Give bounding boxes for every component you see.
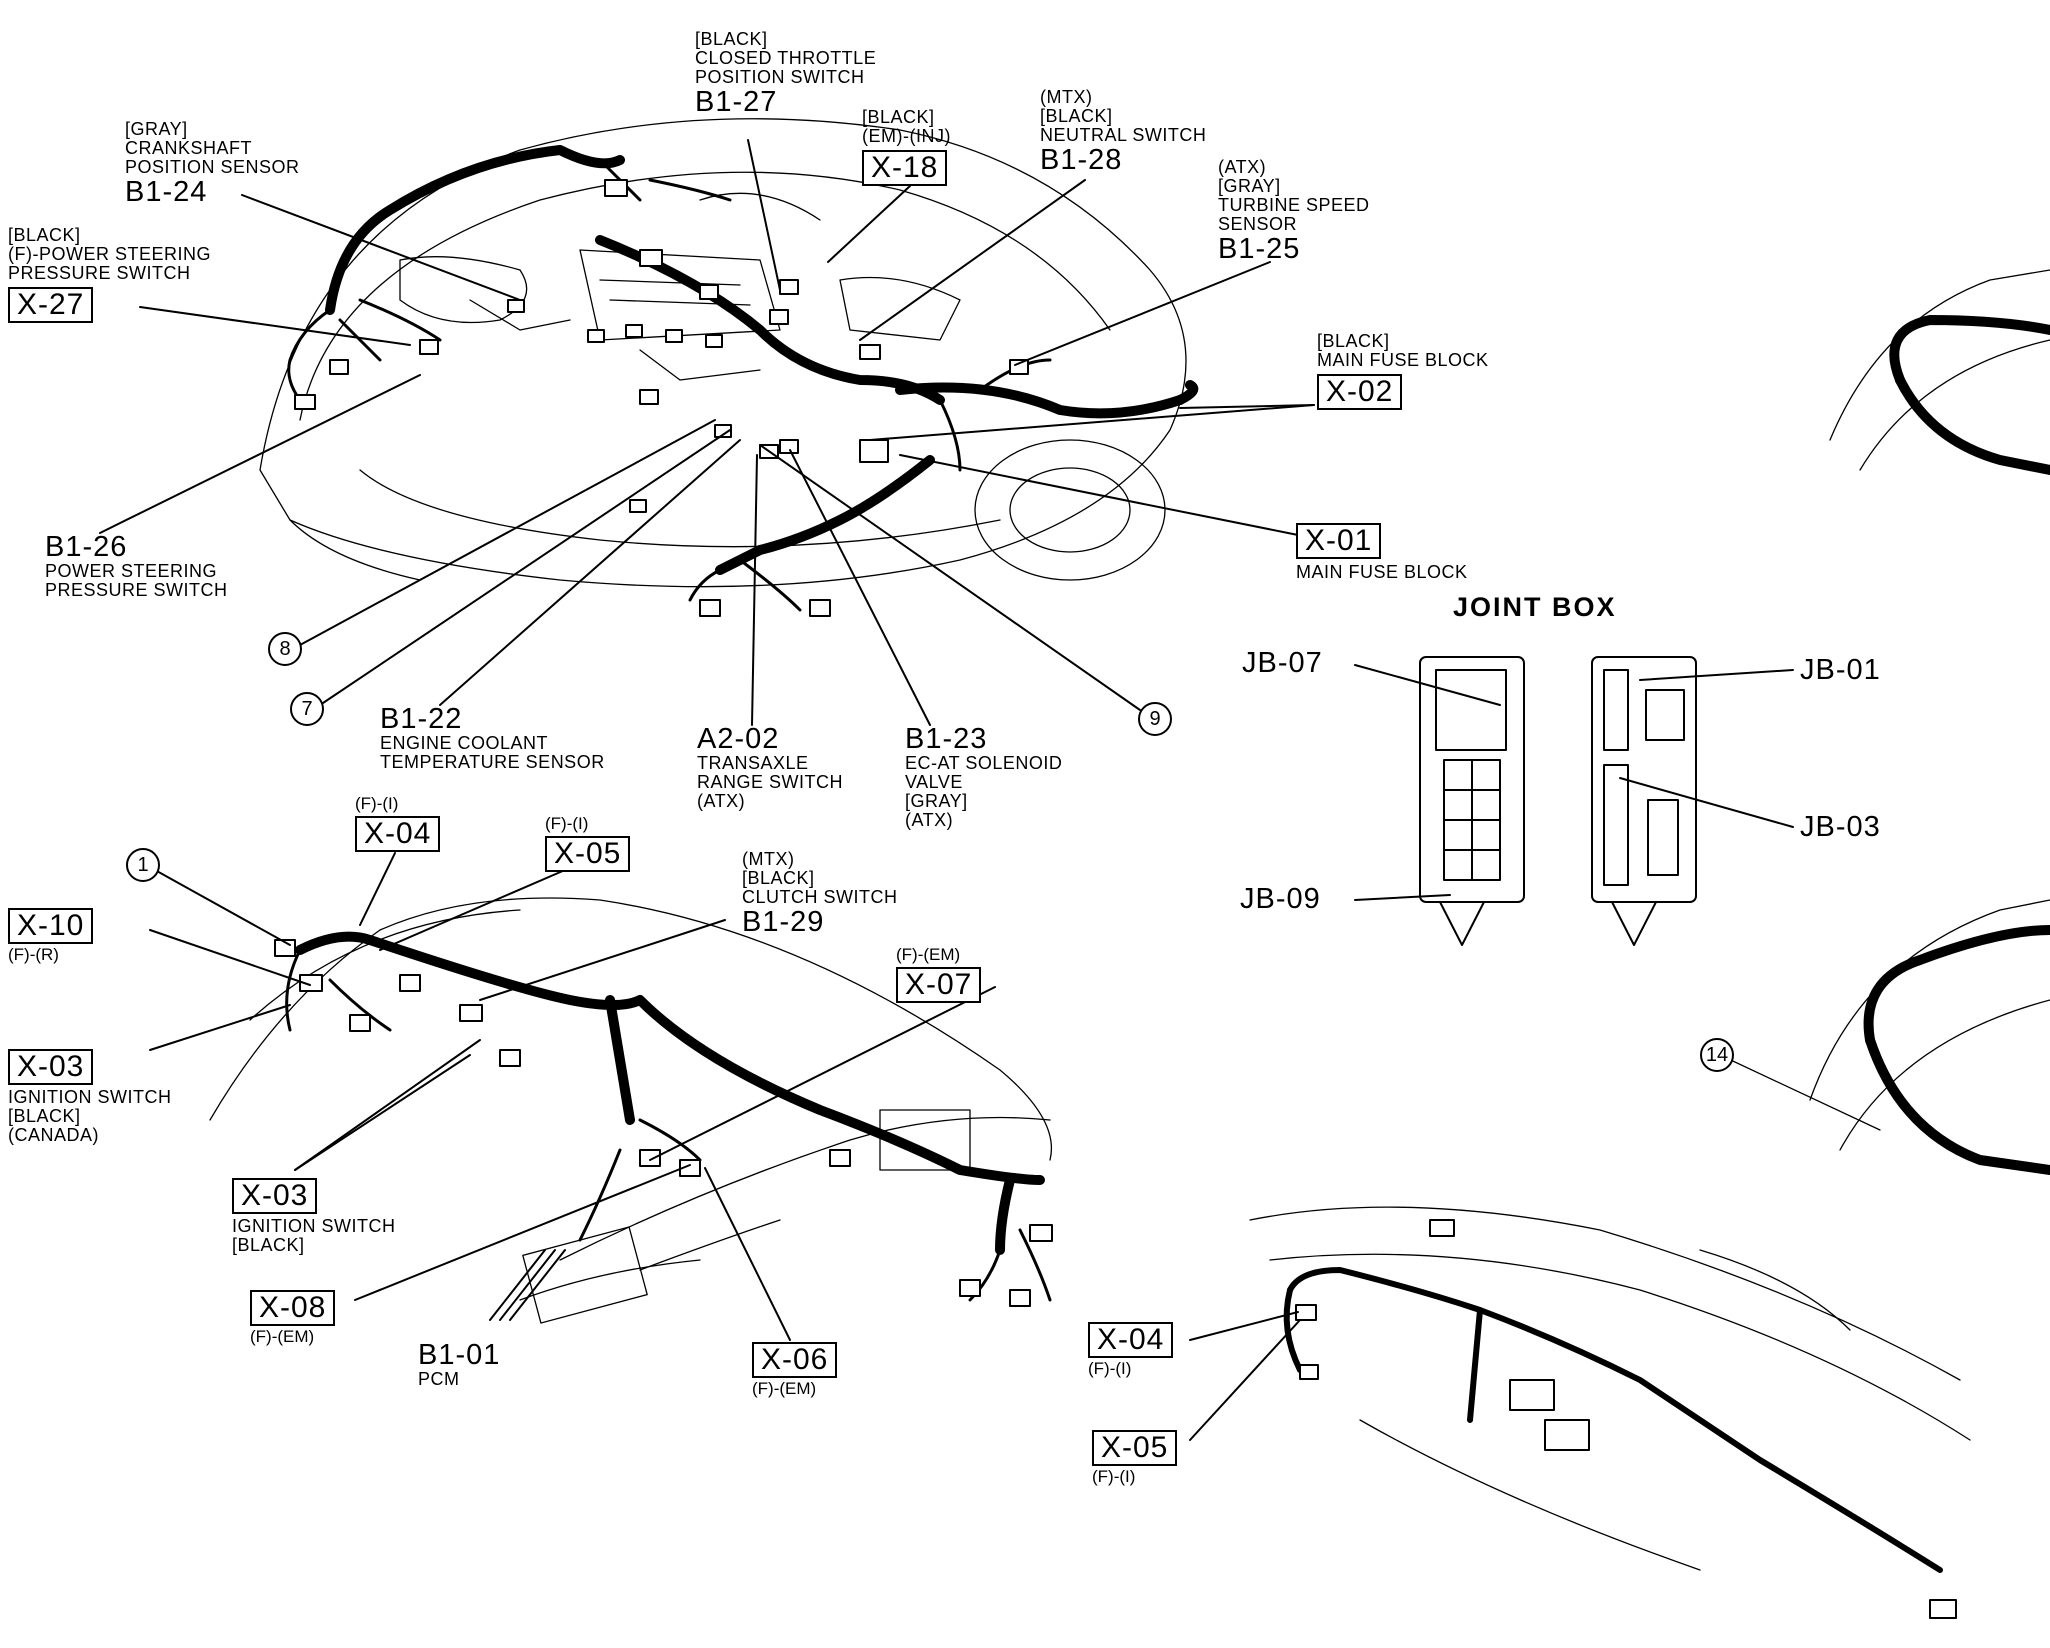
b1-28-callout: (MTX) [BLACK] NEUTRAL SWITCH B1-28 bbox=[1040, 87, 1207, 176]
b1-27-description: [BLACK] CLOSED THROTTLE POSITION SWITCH bbox=[695, 29, 877, 87]
a2-02-description: TRANSAXLE RANGE SWITCH (ATX) bbox=[697, 753, 844, 811]
engine-bay-drawing bbox=[259, 118, 1187, 588]
jb-07-label: JB-07 bbox=[1242, 647, 1323, 679]
engine-leaders bbox=[99, 139, 1315, 726]
x-03-code: X-03 bbox=[232, 1178, 318, 1214]
engine-harness bbox=[325, 145, 1199, 575]
jb-03-label: JB-03 bbox=[1800, 811, 1881, 843]
x-02-code: X-02 bbox=[1317, 374, 1403, 410]
x-10-code: X-10 bbox=[8, 908, 94, 944]
x-27-code: X-27 bbox=[8, 287, 94, 323]
x-01-callout: X-01 MAIN FUSE BLOCK bbox=[1296, 523, 1468, 582]
x-07-code: X-07 bbox=[896, 967, 982, 1003]
instrument-connectors bbox=[1295, 1219, 1957, 1619]
reference-circle-1: 1 bbox=[126, 848, 160, 882]
b1-23-callout: B1-23 EC-AT SOLENOID VALVE [GRAY] (ATX) bbox=[905, 724, 1062, 830]
b1-26-description: POWER STEERING PRESSURE SWITCH bbox=[45, 561, 228, 600]
b1-01-code: B1-01 bbox=[418, 1339, 501, 1371]
x-07-callout: (F)-(EM) X-07 bbox=[896, 945, 982, 1003]
dash-connectors bbox=[274, 939, 1053, 1307]
x-03-canada-code: X-03 bbox=[8, 1049, 94, 1085]
b1-27-code: B1-27 bbox=[695, 86, 778, 118]
x-10-sub: (F)-(R) bbox=[8, 945, 59, 964]
x-27-callout: [BLACK] (F)-POWER STEERING PRESSURE SWIT… bbox=[8, 226, 211, 323]
b1-01-callout: B1-01 PCM bbox=[418, 1340, 500, 1389]
b1-27-callout: [BLACK] CLOSED THROTTLE POSITION SWITCH … bbox=[695, 29, 877, 118]
x-05-panel-sub: (F)-(I) bbox=[1092, 1467, 1136, 1486]
x-05-dash-callout: (F)-(I) X-05 bbox=[545, 814, 631, 872]
instrument-leaders bbox=[1189, 1311, 1301, 1441]
x-03-callout: X-03 IGNITION SWITCH [BLACK] bbox=[232, 1178, 396, 1255]
b1-23-code: B1-23 bbox=[905, 723, 988, 755]
instrument-harness bbox=[1283, 1267, 1943, 1573]
x-03-canada-callout: X-03 IGNITION SWITCH [BLACK] (CANADA) bbox=[8, 1049, 172, 1145]
b1-22-description: ENGINE COOLANT TEMPERATURE SENSOR bbox=[380, 733, 605, 772]
b1-23-description: EC-AT SOLENOID VALVE [GRAY] (ATX) bbox=[905, 753, 1063, 830]
x-02-callout: [BLACK] MAIN FUSE BLOCK X-02 bbox=[1317, 332, 1489, 410]
dash-leaders bbox=[149, 852, 996, 1341]
x-04-panel-callout: X-04 (F)-(I) bbox=[1088, 1322, 1174, 1378]
reference-circle-9: 9 bbox=[1138, 702, 1172, 736]
x-03-canada-description: IGNITION SWITCH [BLACK] (CANADA) bbox=[8, 1087, 172, 1145]
x-06-code: X-06 bbox=[752, 1342, 838, 1378]
right-fragments-drawing bbox=[1719, 269, 2050, 1151]
joint-box-drawing bbox=[1419, 656, 1697, 946]
x-05-dash-code: X-05 bbox=[545, 836, 631, 872]
x-04-dash-code: X-04 bbox=[355, 816, 441, 852]
x-02-description: [BLACK] MAIN FUSE BLOCK bbox=[1317, 331, 1489, 370]
b1-28-description: (MTX) [BLACK] NEUTRAL SWITCH bbox=[1040, 87, 1207, 145]
b1-25-description: (ATX) [GRAY] TURBINE SPEED SENSOR bbox=[1218, 157, 1370, 234]
joint-box-title: JOINT BOX bbox=[1453, 592, 1617, 622]
x-18-callout: [BLACK] (EM)-(INJ) X-18 bbox=[862, 108, 951, 186]
x-04-dash-sub: (F)-(I) bbox=[355, 794, 399, 813]
x-18-description: [BLACK] (EM)-(INJ) bbox=[862, 107, 951, 146]
x-08-code: X-08 bbox=[250, 1290, 336, 1326]
right-fragments-harness bbox=[1863, 315, 2050, 1175]
reference-circle-8: 8 bbox=[268, 632, 302, 666]
b1-25-callout: (ATX) [GRAY] TURBINE SPEED SENSOR B1-25 bbox=[1218, 157, 1370, 265]
b1-26-callout: B1-26 POWER STEERING PRESSURE SWITCH bbox=[45, 532, 228, 600]
x-03-description: IGNITION SWITCH [BLACK] bbox=[232, 1216, 396, 1255]
b1-22-code: B1-22 bbox=[380, 703, 463, 735]
x-06-sub: (F)-(EM) bbox=[752, 1379, 817, 1398]
instrument-drawing bbox=[1249, 1206, 1971, 1571]
x-01-description: MAIN FUSE BLOCK bbox=[1296, 562, 1468, 582]
engine-connectors bbox=[294, 179, 1029, 617]
b1-28-code: B1-28 bbox=[1040, 144, 1123, 176]
x-27-description: [BLACK] (F)-POWER STEERING PRESSURE SWIT… bbox=[8, 225, 211, 283]
x-04-panel-sub: (F)-(I) bbox=[1088, 1359, 1132, 1378]
x-05-panel-callout: X-05 (F)-(I) bbox=[1092, 1430, 1178, 1486]
b1-26-code: B1-26 bbox=[45, 531, 128, 563]
b1-24-description: [GRAY] CRANKSHAFT POSITION SENSOR bbox=[125, 119, 300, 177]
x-10-callout: X-10 (F)-(R) bbox=[8, 908, 94, 964]
reference-circle-7: 7 bbox=[290, 692, 324, 726]
b1-24-callout: [GRAY] CRANKSHAFT POSITION SENSOR B1-24 bbox=[125, 119, 300, 208]
x-18-code: X-18 bbox=[862, 150, 948, 186]
x-04-panel-code: X-04 bbox=[1088, 1322, 1174, 1358]
reference-circle-14: 14 bbox=[1700, 1038, 1734, 1072]
b1-01-description: PCM bbox=[418, 1369, 460, 1389]
x-06-callout: X-06 (F)-(EM) bbox=[752, 1342, 838, 1398]
x-07-sub: (F)-(EM) bbox=[896, 945, 961, 964]
b1-25-code: B1-25 bbox=[1218, 233, 1301, 265]
joint-box-leaders bbox=[1354, 664, 1794, 901]
x-05-dash-sub: (F)-(I) bbox=[545, 814, 589, 833]
jb-09-label: JB-09 bbox=[1240, 883, 1321, 915]
a2-02-code: A2-02 bbox=[697, 723, 780, 755]
x-04-dash-callout: (F)-(I) X-04 bbox=[355, 794, 441, 852]
x-08-callout: X-08 (F)-(EM) bbox=[250, 1290, 336, 1346]
jb-01-label: JB-01 bbox=[1800, 654, 1881, 686]
b1-24-code: B1-24 bbox=[125, 176, 208, 208]
b1-22-callout: B1-22 ENGINE COOLANT TEMPERATURE SENSOR bbox=[380, 704, 605, 772]
x-01-code: X-01 bbox=[1296, 523, 1382, 559]
x-05-panel-code: X-05 bbox=[1092, 1430, 1178, 1466]
b1-29-description: (MTX) [BLACK] CLUTCH SWITCH bbox=[742, 849, 898, 907]
b1-29-code: B1-29 bbox=[742, 906, 825, 938]
dash-harness bbox=[295, 931, 1045, 1255]
b1-29-callout: (MTX) [BLACK] CLUTCH SWITCH B1-29 bbox=[742, 849, 898, 938]
x-08-sub: (F)-(EM) bbox=[250, 1327, 315, 1346]
a2-02-callout: A2-02 TRANSAXLE RANGE SWITCH (ATX) bbox=[697, 724, 843, 811]
